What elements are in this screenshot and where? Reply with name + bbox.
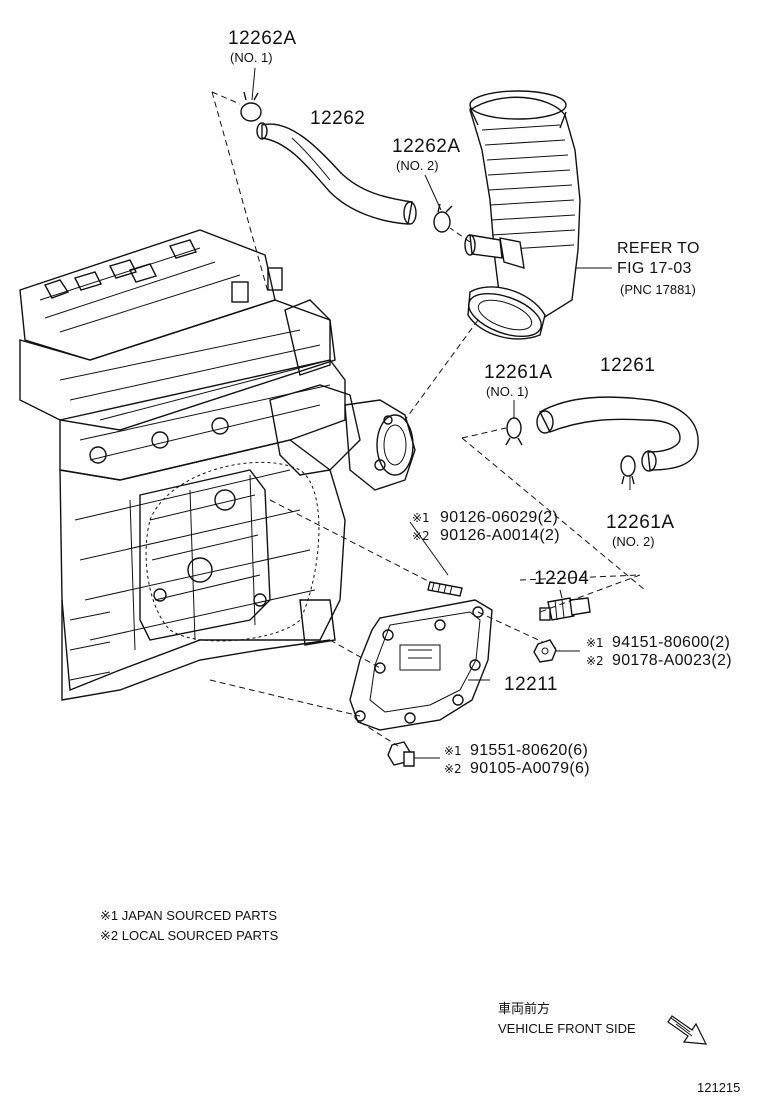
vehicle-front-jp-label: 車両前方 [498, 1001, 550, 1016]
refer-text-line3: (PNC 17881) [620, 282, 696, 297]
stud-part-number-1: 90126-06029(2) [440, 509, 558, 526]
bolt-illustration [387, 741, 415, 767]
bolt-part-number-2: 90105-A0079(6) [470, 760, 590, 777]
callout-labels: 12262A (NO. 1) 12262 12262A (NO. 2) REFE… [228, 28, 700, 695]
clamp-12261a-no1-illustration [505, 417, 523, 446]
legend: ※1 JAPAN SOURCED PARTS ※2 LOCAL SOURCED … [100, 908, 279, 943]
vehicle-front-en-label: VEHICLE FRONT SIDE [498, 1021, 636, 1036]
nut-mark-1: ※1 [586, 636, 604, 650]
stud-part-number-2: 90126-A0014(2) [440, 527, 560, 544]
stud-mark-2: ※2 [412, 529, 430, 543]
callout-12262a-no2: 12262A [392, 136, 461, 157]
fastener-part-numbers: ※1 90126-06029(2) ※2 90126-A0014(2) ※1 9… [412, 509, 732, 777]
callout-12262: 12262 [310, 108, 365, 129]
bolt-mark-1: ※1 [444, 744, 462, 758]
callout-12261a-no2: 12261A [606, 512, 675, 533]
hose-12261-illustration [536, 396, 699, 472]
refer-text-line2: FIG 17-03 [617, 260, 692, 277]
clamp-12262a-no1-illustration [240, 91, 262, 122]
bolt-part-number-1: 91551-80620(6) [470, 742, 588, 759]
callout-12262a-no2-sub: (NO. 2) [396, 158, 439, 173]
legend-japan-sourced: ※1 JAPAN SOURCED PARTS [100, 908, 277, 923]
stud-mark-1: ※1 [412, 511, 430, 525]
callout-12261a-no1-sub: (NO. 1) [486, 384, 529, 399]
callout-12261a-no1: 12261A [484, 362, 553, 383]
nut-part-number-2: 90178-A0023(2) [612, 652, 732, 669]
nut-part-number-1: 94151-80600(2) [612, 634, 730, 651]
engine-block-illustration [19, 229, 416, 701]
callout-12262a-no1: 12262A [228, 28, 297, 49]
illustration-id: 121215 [697, 1080, 740, 1095]
refer-text-line1: REFER TO [617, 240, 700, 257]
oil-separator-cover-12211-illustration [349, 599, 493, 731]
callout-12261a-no2-sub: (NO. 2) [612, 534, 655, 549]
callout-12262a-no1-sub: (NO. 1) [230, 50, 273, 65]
legend-local-sourced: ※2 LOCAL SOURCED PARTS [100, 928, 279, 943]
front-direction-arrow-icon [667, 1015, 708, 1045]
vehicle-front-indicator: 車両前方 VEHICLE FRONT SIDE [498, 1001, 708, 1045]
bolt-mark-2: ※2 [444, 762, 462, 776]
callout-12204: 12204 [534, 568, 589, 589]
pcv-valve-12204-illustration [539, 597, 591, 621]
callout-12261: 12261 [600, 355, 655, 376]
clamp-12261a-no2-illustration [620, 455, 636, 485]
hose-12262-illustration [256, 122, 417, 225]
clamp-12262a-no2-illustration [433, 203, 453, 233]
air-intake-hose-illustration [464, 90, 581, 340]
nut-illustration [533, 639, 557, 663]
callout-12211: 12211 [504, 674, 558, 695]
nut-mark-2: ※2 [586, 654, 604, 668]
stud-illustration [427, 581, 463, 597]
